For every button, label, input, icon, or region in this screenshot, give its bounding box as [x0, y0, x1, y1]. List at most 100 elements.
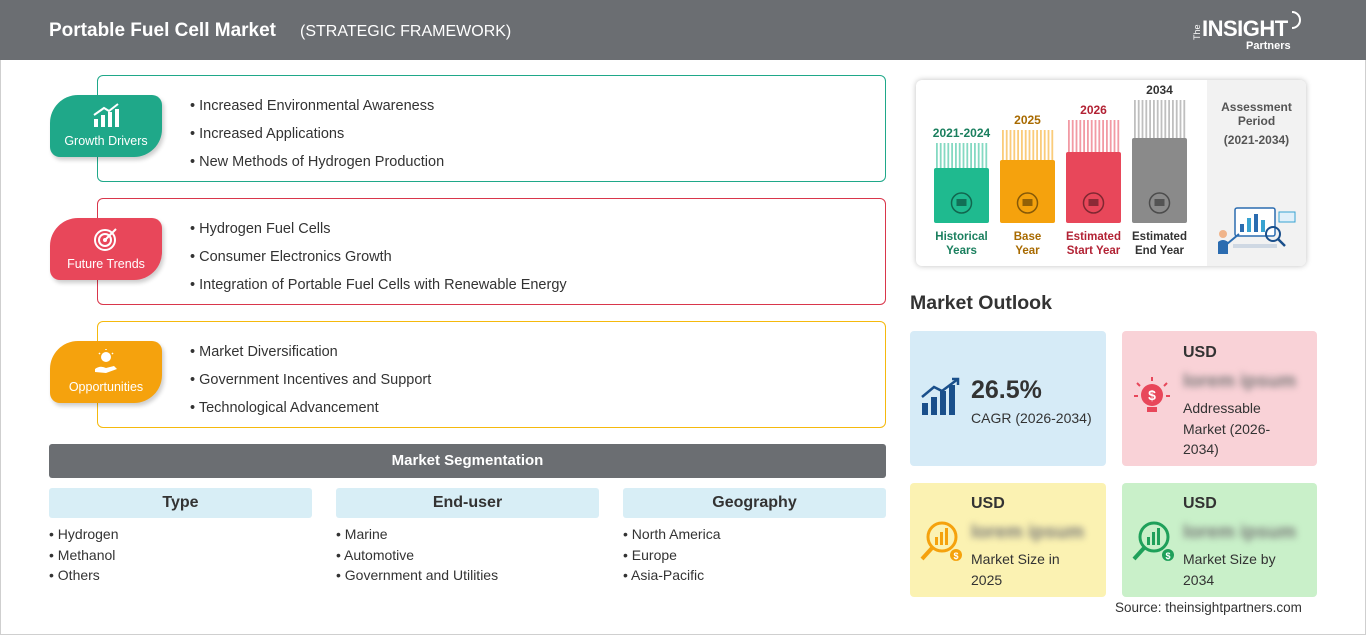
growth-drivers-badge: Growth Drivers	[50, 95, 162, 157]
list-item: • Hydrogen Fuel Cells	[190, 221, 331, 237]
assessment-range: (2021-2034)	[1223, 133, 1290, 147]
bar-stripe	[1024, 130, 1027, 160]
size-2025-usd: USD	[971, 495, 1005, 512]
bar-stripe	[1172, 100, 1174, 138]
bar-stripe	[947, 143, 950, 168]
list-item: • Hydrogen	[49, 526, 119, 542]
source-note[interactable]: Source: theinsightpartners.com	[1115, 600, 1302, 615]
bar-caption-line1: Historical	[935, 231, 987, 243]
segment-geography: Geography • North America • Europe • Asi…	[623, 488, 886, 586]
list-item: • North America	[623, 526, 721, 542]
size-2025-label: Market Size in 2025	[971, 551, 1060, 588]
cagr-value: 26.5%	[971, 376, 1042, 404]
segment-head: Geography	[623, 488, 886, 518]
bar-stripe	[970, 143, 972, 168]
bar-stripe	[1005, 130, 1008, 160]
bar-caption-line1: Estimated	[1066, 231, 1121, 243]
list-item: • Market Diversification	[190, 344, 338, 360]
bar-stripe	[1013, 130, 1016, 160]
bar-stripe	[1106, 120, 1108, 152]
calendar-icon-glyph	[1022, 199, 1033, 206]
list-item: • Europe	[623, 546, 677, 563]
logo-partners: Partners	[1246, 40, 1291, 52]
bar-stripe	[1071, 120, 1074, 152]
bar-stripe	[955, 143, 957, 168]
bar-stripe	[1098, 120, 1101, 152]
future-trends-list: • Hydrogen Fuel Cells • Consumer Electro…	[190, 215, 567, 299]
logo-insight: INSIGHT	[1202, 16, 1288, 41]
logo-swoosh-icon	[1291, 11, 1301, 29]
bar-stripe	[1021, 130, 1023, 160]
bar-stripe	[1153, 100, 1155, 138]
lightbulb-dollar-icon: $	[1134, 377, 1170, 412]
bar-stripe	[1028, 130, 1031, 160]
growth-drivers-box: • Increased Environmental Awareness • In…	[97, 75, 886, 182]
svg-text:$: $	[953, 551, 958, 561]
bar-stripe	[951, 143, 953, 168]
market-size-2034-card: $ USD lorem ipsum Market Size by 2034	[1122, 483, 1317, 597]
market-size-2025-card: $ USD lorem ipsum Market Size in 2025	[910, 483, 1106, 597]
list-item: • Technological Advancement	[190, 400, 379, 416]
addressable-label: Addressable Market (2026-2034)	[1183, 400, 1271, 457]
segment-end-user: End-user • Marine • Automotive • Governm…	[336, 488, 599, 586]
list-item: • Integration of Portable Fuel Cells wit…	[190, 277, 567, 293]
insight-partners-logo[interactable]: The INSIGHT Partners	[1192, 10, 1312, 54]
bar-stripe	[1051, 130, 1054, 160]
bar-year-label: 2026	[1080, 103, 1107, 117]
bar-stripe	[1002, 130, 1004, 160]
size-2034-label: Market Size by 2034	[1183, 551, 1276, 588]
list-item: • Asia-Pacific	[623, 567, 705, 583]
bar-stripe	[943, 143, 946, 168]
badge-label: Growth Drivers	[64, 134, 148, 148]
bar-caption-line1: Base	[1014, 231, 1042, 243]
svg-text:$: $	[1148, 387, 1156, 403]
header-bar: Portable Fuel Cell Market (STRATEGIC FRA…	[0, 0, 1366, 60]
bar-stripe	[1183, 100, 1186, 138]
bar-stripe	[1109, 120, 1112, 152]
bar-caption-line2: Years	[946, 245, 977, 257]
size-2025-value: lorem ipsum	[971, 522, 1084, 543]
bar-body	[1132, 138, 1187, 223]
list-item: • Consumer Electronics Growth	[190, 249, 392, 265]
bar-stripe	[958, 143, 961, 168]
idea-hand-icon	[95, 349, 117, 373]
bar-caption-line2: Start Year	[1067, 245, 1121, 257]
list-item: • Marine	[336, 526, 388, 542]
bar-stripe	[1075, 120, 1078, 152]
bar-stripe	[1017, 130, 1019, 160]
bar-stripe	[1009, 130, 1012, 160]
future-trends-badge: Future Trends	[50, 218, 162, 280]
list-item: • Increased Environmental Awareness	[190, 98, 435, 114]
segment-head: Type	[49, 488, 312, 518]
monitor-chart-icon	[1148, 192, 1171, 214]
bar-stripe	[936, 143, 938, 168]
magnifier-chart-icon: $	[1132, 521, 1174, 561]
svg-text:$: $	[1165, 551, 1170, 561]
bar-stripe	[966, 143, 969, 168]
badge-label: Future Trends	[67, 257, 145, 271]
bar-stripe	[1040, 130, 1042, 160]
bar-body	[934, 168, 989, 223]
addressable-value: lorem ipsum	[1183, 371, 1296, 392]
growth-chart-icon	[921, 377, 960, 415]
bar-stripe	[1113, 120, 1116, 152]
bar-stripe	[1083, 120, 1085, 152]
list-item: • Increased Applications	[190, 126, 345, 142]
bar-stripe	[1168, 100, 1170, 138]
history-icon-glyph	[956, 199, 967, 206]
bar-stripe	[962, 143, 965, 168]
bar-stripe	[1149, 100, 1151, 138]
bar-stripe	[1079, 120, 1082, 152]
opportunities-badge: Opportunities	[50, 341, 162, 403]
market-segmentation-title: Market Segmentation	[49, 444, 886, 478]
badge-label: Opportunities	[68, 380, 144, 394]
bar-stripe	[1047, 130, 1050, 160]
opportunities-list: • Market Diversification • Government In…	[190, 338, 431, 422]
bar-stripe	[1094, 120, 1097, 152]
cagr-label: CAGR (2026-2034)	[971, 410, 1092, 426]
list-item: • Government and Utilities	[336, 567, 499, 583]
opportunities-box: • Market Diversification • Government In…	[97, 321, 886, 428]
